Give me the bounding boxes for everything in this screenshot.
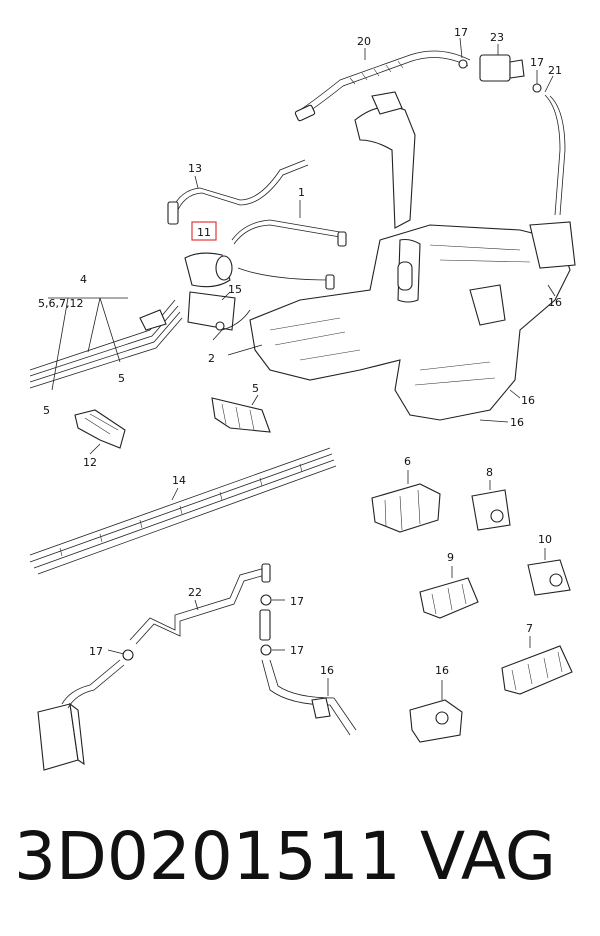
label-22: 22 bbox=[188, 586, 202, 599]
clip-8 bbox=[471, 489, 511, 531]
clip-6 bbox=[371, 483, 441, 533]
footer: 3D0201511 VAG bbox=[0, 808, 600, 928]
carbon-canister-23 bbox=[458, 54, 566, 216]
label-5-left-b: 5 bbox=[43, 404, 50, 417]
label-15: 15 bbox=[228, 283, 242, 296]
label-16-hose: 16 bbox=[320, 664, 334, 677]
label-8: 8 bbox=[486, 466, 493, 479]
label-6: 6 bbox=[404, 455, 411, 468]
filler-neck bbox=[354, 91, 416, 229]
label-20: 20 bbox=[357, 35, 371, 48]
label-4-sub: 5,6,7,12 bbox=[38, 297, 83, 310]
parts-diagram: 20 17 23 17 21 13 1 11 4 5,6,7,12 15 16 … bbox=[29, 26, 576, 771]
label-17-mid-a: 17 bbox=[290, 595, 304, 608]
label-17-top-b: 17 bbox=[530, 56, 544, 69]
label-14: 14 bbox=[172, 474, 186, 487]
label-16-clip: 16 bbox=[435, 664, 449, 677]
label-17-left: 17 bbox=[89, 645, 103, 658]
label-10: 10 bbox=[538, 533, 552, 546]
label-7: 7 bbox=[526, 622, 533, 635]
label-16-tank-a: 16 bbox=[548, 296, 562, 309]
label-5-clip: 5 bbox=[252, 382, 259, 395]
fuel-filter-11 bbox=[184, 252, 236, 331]
breather-pipe-20 bbox=[294, 50, 471, 122]
label-4: 4 bbox=[80, 273, 87, 286]
brand-name: VAG bbox=[420, 818, 557, 895]
container-box bbox=[37, 649, 134, 771]
label-9: 9 bbox=[447, 551, 454, 564]
label-16-tank-c: 16 bbox=[510, 416, 524, 429]
clip-10 bbox=[527, 559, 571, 596]
label-21: 21 bbox=[548, 64, 562, 77]
label-23: 23 bbox=[490, 31, 504, 44]
label-17-mid-b: 17 bbox=[290, 644, 304, 657]
label-17-top-a: 17 bbox=[454, 26, 468, 39]
clip-9 bbox=[419, 577, 479, 619]
line-bundle-left bbox=[29, 297, 183, 391]
leader-lines bbox=[89, 37, 556, 700]
fuel-lines bbox=[167, 159, 347, 331]
clip-7 bbox=[501, 645, 573, 695]
clip-12 bbox=[74, 409, 126, 449]
hose-22 bbox=[129, 563, 357, 736]
label-16-tank-b: 16 bbox=[521, 394, 535, 407]
fuel-tank bbox=[249, 221, 576, 421]
callout-labels: 20 17 23 17 21 13 1 11 4 5,6,7,12 15 16 … bbox=[38, 26, 562, 677]
label-13: 13 bbox=[188, 162, 202, 175]
label-1: 1 bbox=[298, 186, 305, 199]
clip-5 bbox=[211, 397, 271, 433]
part-number: 3D0201511 bbox=[14, 818, 401, 895]
label-2: 2 bbox=[208, 352, 215, 365]
line-14 bbox=[29, 447, 337, 575]
clip-16 bbox=[409, 699, 463, 743]
label-11: 11 bbox=[197, 226, 211, 239]
highlight-box-11 bbox=[191, 221, 217, 241]
label-5-left-a: 5 bbox=[118, 372, 125, 385]
label-12: 12 bbox=[83, 456, 97, 469]
